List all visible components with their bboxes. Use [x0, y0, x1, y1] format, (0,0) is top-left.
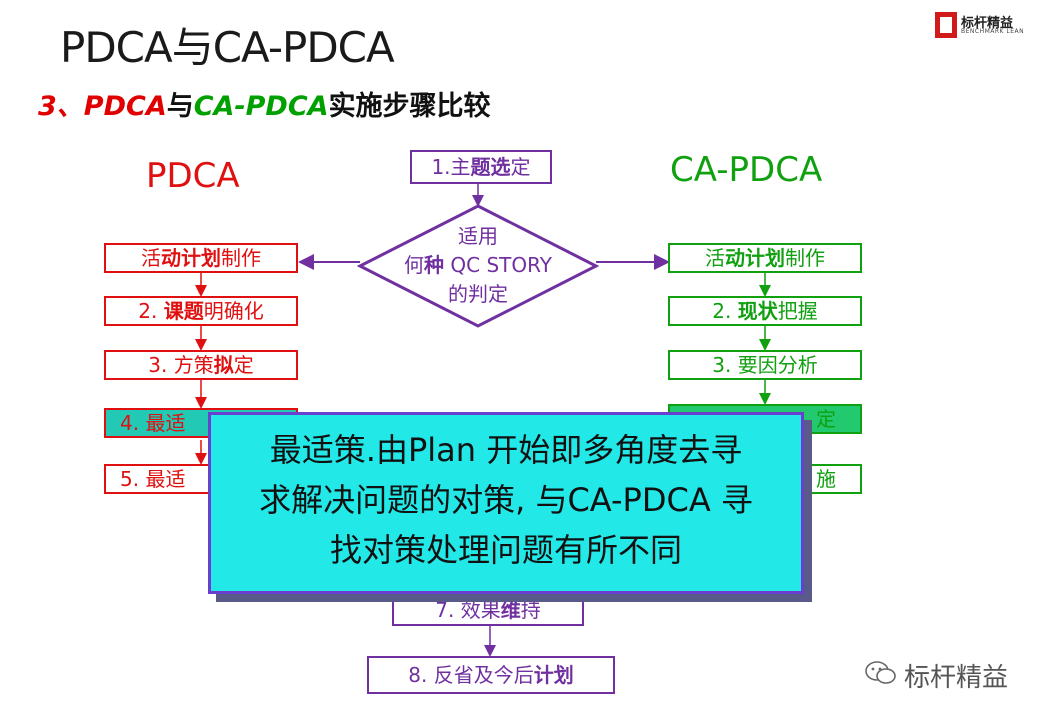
decision-text: 适用 何种 QC STORY 的判定	[404, 224, 552, 306]
pdca-step-3: 3. 方策拟定	[104, 350, 298, 380]
wechat-icon	[865, 661, 896, 684]
callout-line-3: 找对策处理问题有所不同	[329, 531, 682, 569]
section-subtitle: 3、PDCA与CA-PDCA实施步骤比较	[38, 84, 491, 123]
capdca-step-1: 活动计划制作	[668, 243, 862, 273]
logo-name: 标杆精益	[961, 16, 1014, 31]
subtitle-capdca: CA-PDCA	[193, 91, 329, 122]
subtitle-prefix: 3、	[38, 91, 84, 122]
capdca-step-3: 3. 要因分析	[668, 350, 862, 380]
pdca-step-2: 2. 课题明确化	[104, 296, 298, 326]
capdca-heading: CA-PDCA	[670, 150, 823, 190]
callout-line-2: 求解决问题的对策, 与CA-PDCA 寻	[259, 481, 753, 519]
page-title: PDCA与CA-PDCA	[60, 23, 395, 72]
capdca-step-2: 2. 现状把握	[668, 296, 862, 326]
watermark-text: 标杆精益	[904, 663, 1009, 693]
brand-logo: 标杆精益 BENCHMARK LEAN	[935, 12, 1027, 40]
pdca-step-1: 活动计划制作	[104, 243, 298, 273]
callout-box: 最适策.由Plan 开始即多角度去寻 求解决问题的对策, 与CA-PDCA 寻 …	[208, 412, 804, 594]
subtitle-and: 与	[166, 91, 194, 122]
logo-mark-icon	[935, 12, 957, 38]
logo-subtitle: BENCHMARK LEAN	[961, 28, 1025, 35]
pdca-heading: PDCA	[146, 156, 240, 196]
step-7-effect-maintenance: 7. 效果维持	[392, 594, 584, 626]
step-1-topic-selection: 1.主题选定	[410, 150, 552, 184]
step-8-reflection-plan: 8. 反省及今后计划	[367, 656, 615, 694]
callout-line-1: 最适策.由Plan 开始即多角度去寻	[269, 431, 743, 469]
subtitle-pdca: PDCA	[83, 91, 167, 122]
subtitle-rest: 实施步骤比较	[328, 91, 491, 122]
decision-diamond	[356, 204, 600, 328]
